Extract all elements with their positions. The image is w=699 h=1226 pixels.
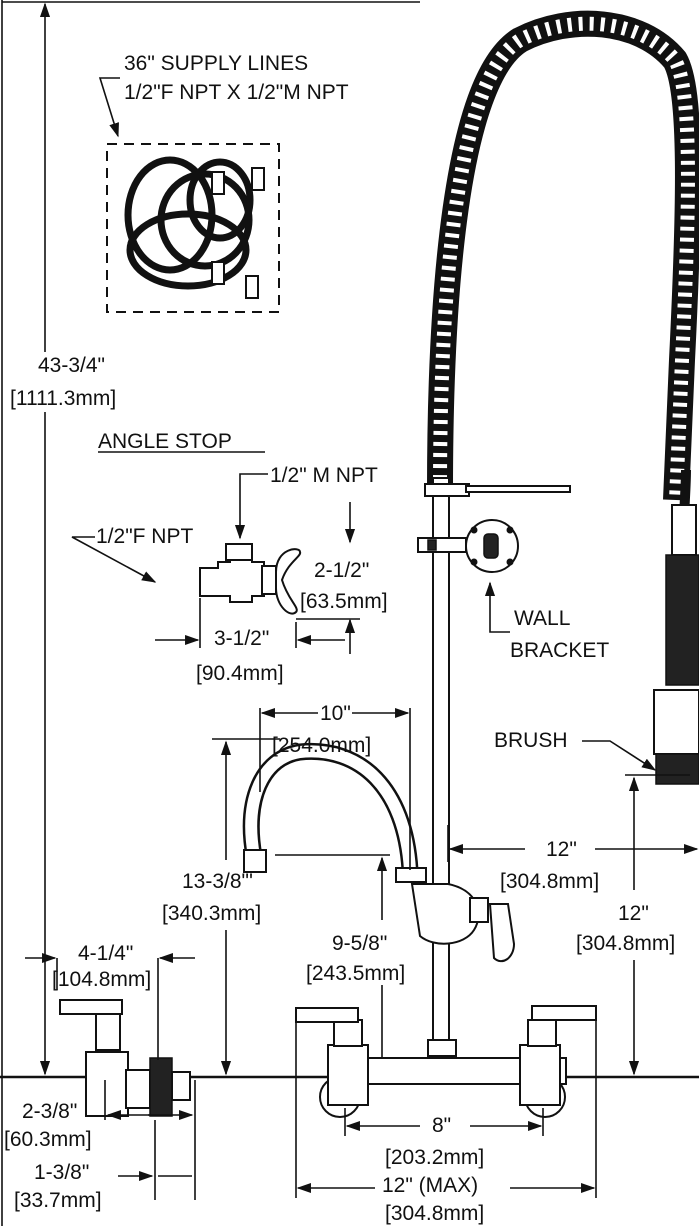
- spout-reach-in-label: 10": [320, 702, 351, 725]
- spout-clearance-in-label: 9-5/8": [332, 932, 387, 955]
- spout-reach-dimension: 10" [254.0mm]: [259, 700, 411, 870]
- spout-height-in-label: 13-3/8"': [182, 870, 253, 893]
- wall-bracket-label: WALL: [514, 607, 570, 630]
- centers-mm-label: [203.2mm]: [385, 1146, 484, 1169]
- wall-bracket-label-2: BRACKET: [510, 639, 609, 662]
- faucet-base-icon: [295, 1005, 597, 1118]
- side-depth-mm-label: [104.8mm]: [52, 968, 151, 991]
- stop-height-in-label: 2-1/2": [314, 559, 369, 582]
- overall-height-in-label: 43-3/4": [38, 354, 105, 377]
- stop-width-in-label: 3-1/2": [214, 627, 269, 650]
- stop-width-mm-label: [90.4mm]: [196, 662, 284, 685]
- spray-height-mm-label: [304.8mm]: [576, 932, 675, 955]
- wall-bracket-icon: [465, 519, 519, 573]
- overall-height-mm-label: [1111.3mm]: [10, 387, 116, 410]
- stop-height-mm-label: [63.5mm]: [300, 590, 388, 613]
- supply-lines-label: 36" SUPPLY LINES: [124, 52, 308, 75]
- spout-height-dimension: 13-3/8"' [340.3mm]: [162, 738, 280, 1076]
- supply-lines-spec-label: 1/2"F NPT X 1/2"M NPT: [124, 81, 349, 104]
- brush-label: BRUSH: [494, 729, 568, 752]
- pre-rinse-spring-icon: [427, 10, 699, 785]
- spray-height-in-label: 12": [618, 902, 649, 925]
- spout-clearance-mm-label: [243.5mm]: [306, 962, 405, 985]
- side-depth-in-label: 4-1/4": [78, 942, 133, 965]
- nut-mm-label: [33.7mm]: [14, 1189, 102, 1212]
- max-width-mm-label: [304.8mm]: [385, 1202, 484, 1225]
- side-depth-dimension: 4-1/4" [104.8mm]: [25, 942, 195, 1060]
- spout-clearance-dimension: 9-5/8" [243.5mm]: [275, 854, 405, 1076]
- spray-offset-mm-label: [304.8mm]: [500, 870, 599, 893]
- max-width-dimension: 12" (MAX) [304.8mm]: [295, 1016, 597, 1225]
- overall-height-dimension: 43-3/4" [1111.3mm]: [10, 2, 150, 1076]
- angle-stop-detail: ANGLE STOP 1/2" M NPT 1/2"F NPT 2-1/2" […: [71, 430, 388, 685]
- nut-in-label: 1-3/8": [34, 1161, 89, 1184]
- male-npt-label: 1/2" M NPT: [270, 464, 378, 487]
- centers-dimension: 8" [203.2mm]: [344, 1108, 544, 1169]
- shank-in-label: 2-3/8": [22, 1100, 77, 1123]
- spray-offset-dimension: 12" [304.8mm]: [447, 825, 699, 893]
- spray-height-dimension: 12" [304.8mm]: [576, 774, 690, 1076]
- centers-in-label: 8": [432, 1114, 451, 1137]
- max-width-in-label: 12" (MAX): [382, 1174, 478, 1197]
- nut-dimension: 1-3/8" [33.7mm]: [14, 1120, 192, 1212]
- spout-reach-mm-label: [254.0mm]: [272, 734, 371, 757]
- supply-hose-coil-icon: [124, 156, 265, 299]
- wall-bracket-leader: [484, 581, 510, 633]
- spray-offset-in-label: 12": [546, 838, 577, 861]
- spout-icon: [242, 742, 516, 963]
- supply-lines-callout: 36" SUPPLY LINES 1/2"F NPT X 1/2"M NPT: [98, 52, 349, 313]
- brush-leader: [582, 740, 657, 771]
- female-npt-label: 1/2"F NPT: [96, 525, 193, 548]
- shank-dimension: 2-3/8" [60.3mm]: [4, 1080, 196, 1200]
- side-view-valve-icon: [59, 999, 191, 1117]
- spout-height-mm-label: [340.3mm]: [162, 902, 261, 925]
- shank-mm-label: [60.3mm]: [4, 1128, 92, 1151]
- angle-stop-title: ANGLE STOP: [98, 430, 232, 453]
